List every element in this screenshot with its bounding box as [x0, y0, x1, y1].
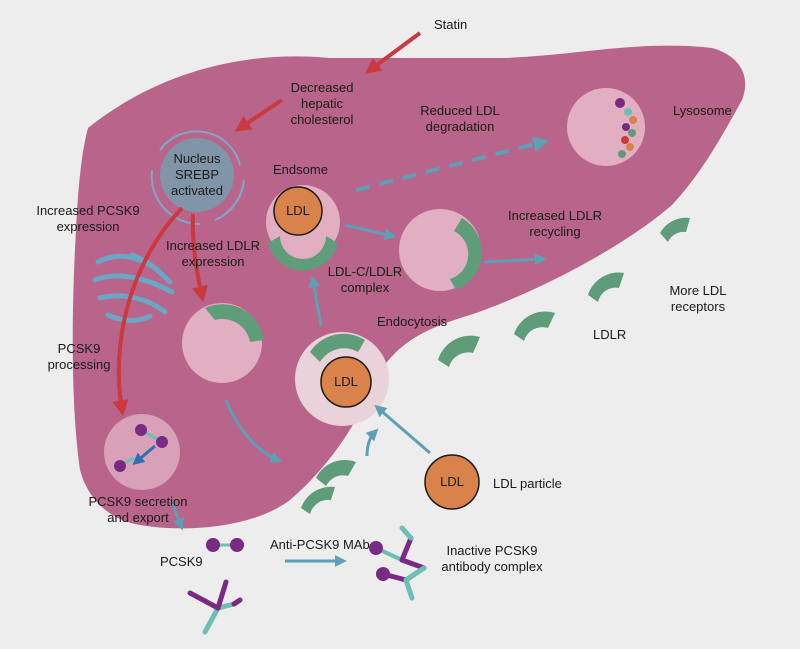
golgi-apparatus	[92, 252, 175, 323]
increased-ldlr-recycling-label: Increased LDLR recycling	[508, 208, 602, 239]
lysosome-circle	[567, 88, 645, 166]
increased-ldlr-expression-label: Increased LDLR expression	[166, 238, 260, 269]
ldlc-ldlr-complex-label: LDL-C/LDLR complex	[327, 264, 403, 295]
ldl-particle	[424, 454, 480, 510]
nucleus-label: Nucleus SREBP activated	[170, 151, 224, 198]
inactive-complex-label: Inactive PCSK9 antibody complex	[441, 543, 543, 574]
endocytosis-label: Endocytosis	[377, 314, 448, 329]
reduced-ldl-degradation-label: Reduced LDL degradation	[420, 103, 500, 134]
new-receptor	[205, 304, 264, 342]
increased-pcsk9-expression-label: Increased PCSK9 expression	[36, 203, 140, 234]
nucleus	[150, 130, 245, 226]
pcsk9-free	[206, 538, 244, 552]
pcsk9-in-vesicle	[114, 424, 168, 472]
endosome-label: Endsome	[273, 162, 328, 177]
antibody-free	[187, 579, 243, 635]
ldl-particle-label: LDL particle	[493, 476, 562, 491]
red-arrows	[112, 31, 422, 417]
antibody-complex	[369, 525, 427, 601]
pcsk9-label: PCSK9	[160, 554, 203, 569]
endocytosis-ldl-text: LDL	[334, 374, 358, 389]
endosome-ldl-text: LDL	[286, 203, 310, 218]
endosome-receptor	[268, 236, 338, 271]
ldl-particle-text: LDL	[440, 474, 464, 489]
pcsk9-secretion-label: PCSK9 secretion and export	[88, 494, 188, 525]
more-ldl-receptors-label: More LDL receptors	[669, 283, 727, 314]
statin-label: Statin	[434, 17, 468, 32]
recycling-receptor	[450, 218, 482, 290]
ldlr-receptors	[301, 217, 690, 514]
ldlr-label: LDLR	[593, 327, 627, 342]
endocytosis-ldl	[320, 356, 372, 408]
anti-pcsk9-mab-label: Anti-PCSK9 MAb	[270, 537, 370, 552]
lysosome-fragments	[615, 98, 637, 158]
lysosome-label: Lysosome	[673, 103, 732, 118]
liver-shape	[72, 45, 746, 529]
blue-arrows	[170, 136, 550, 567]
pcsk9-processing-label: PCSK9 processing	[47, 341, 111, 372]
endocytosis-receptor	[310, 333, 365, 362]
decreased-cholesterol-label: Decreased hepatic cholesterol	[290, 80, 354, 127]
endosome-ldl	[273, 186, 323, 236]
